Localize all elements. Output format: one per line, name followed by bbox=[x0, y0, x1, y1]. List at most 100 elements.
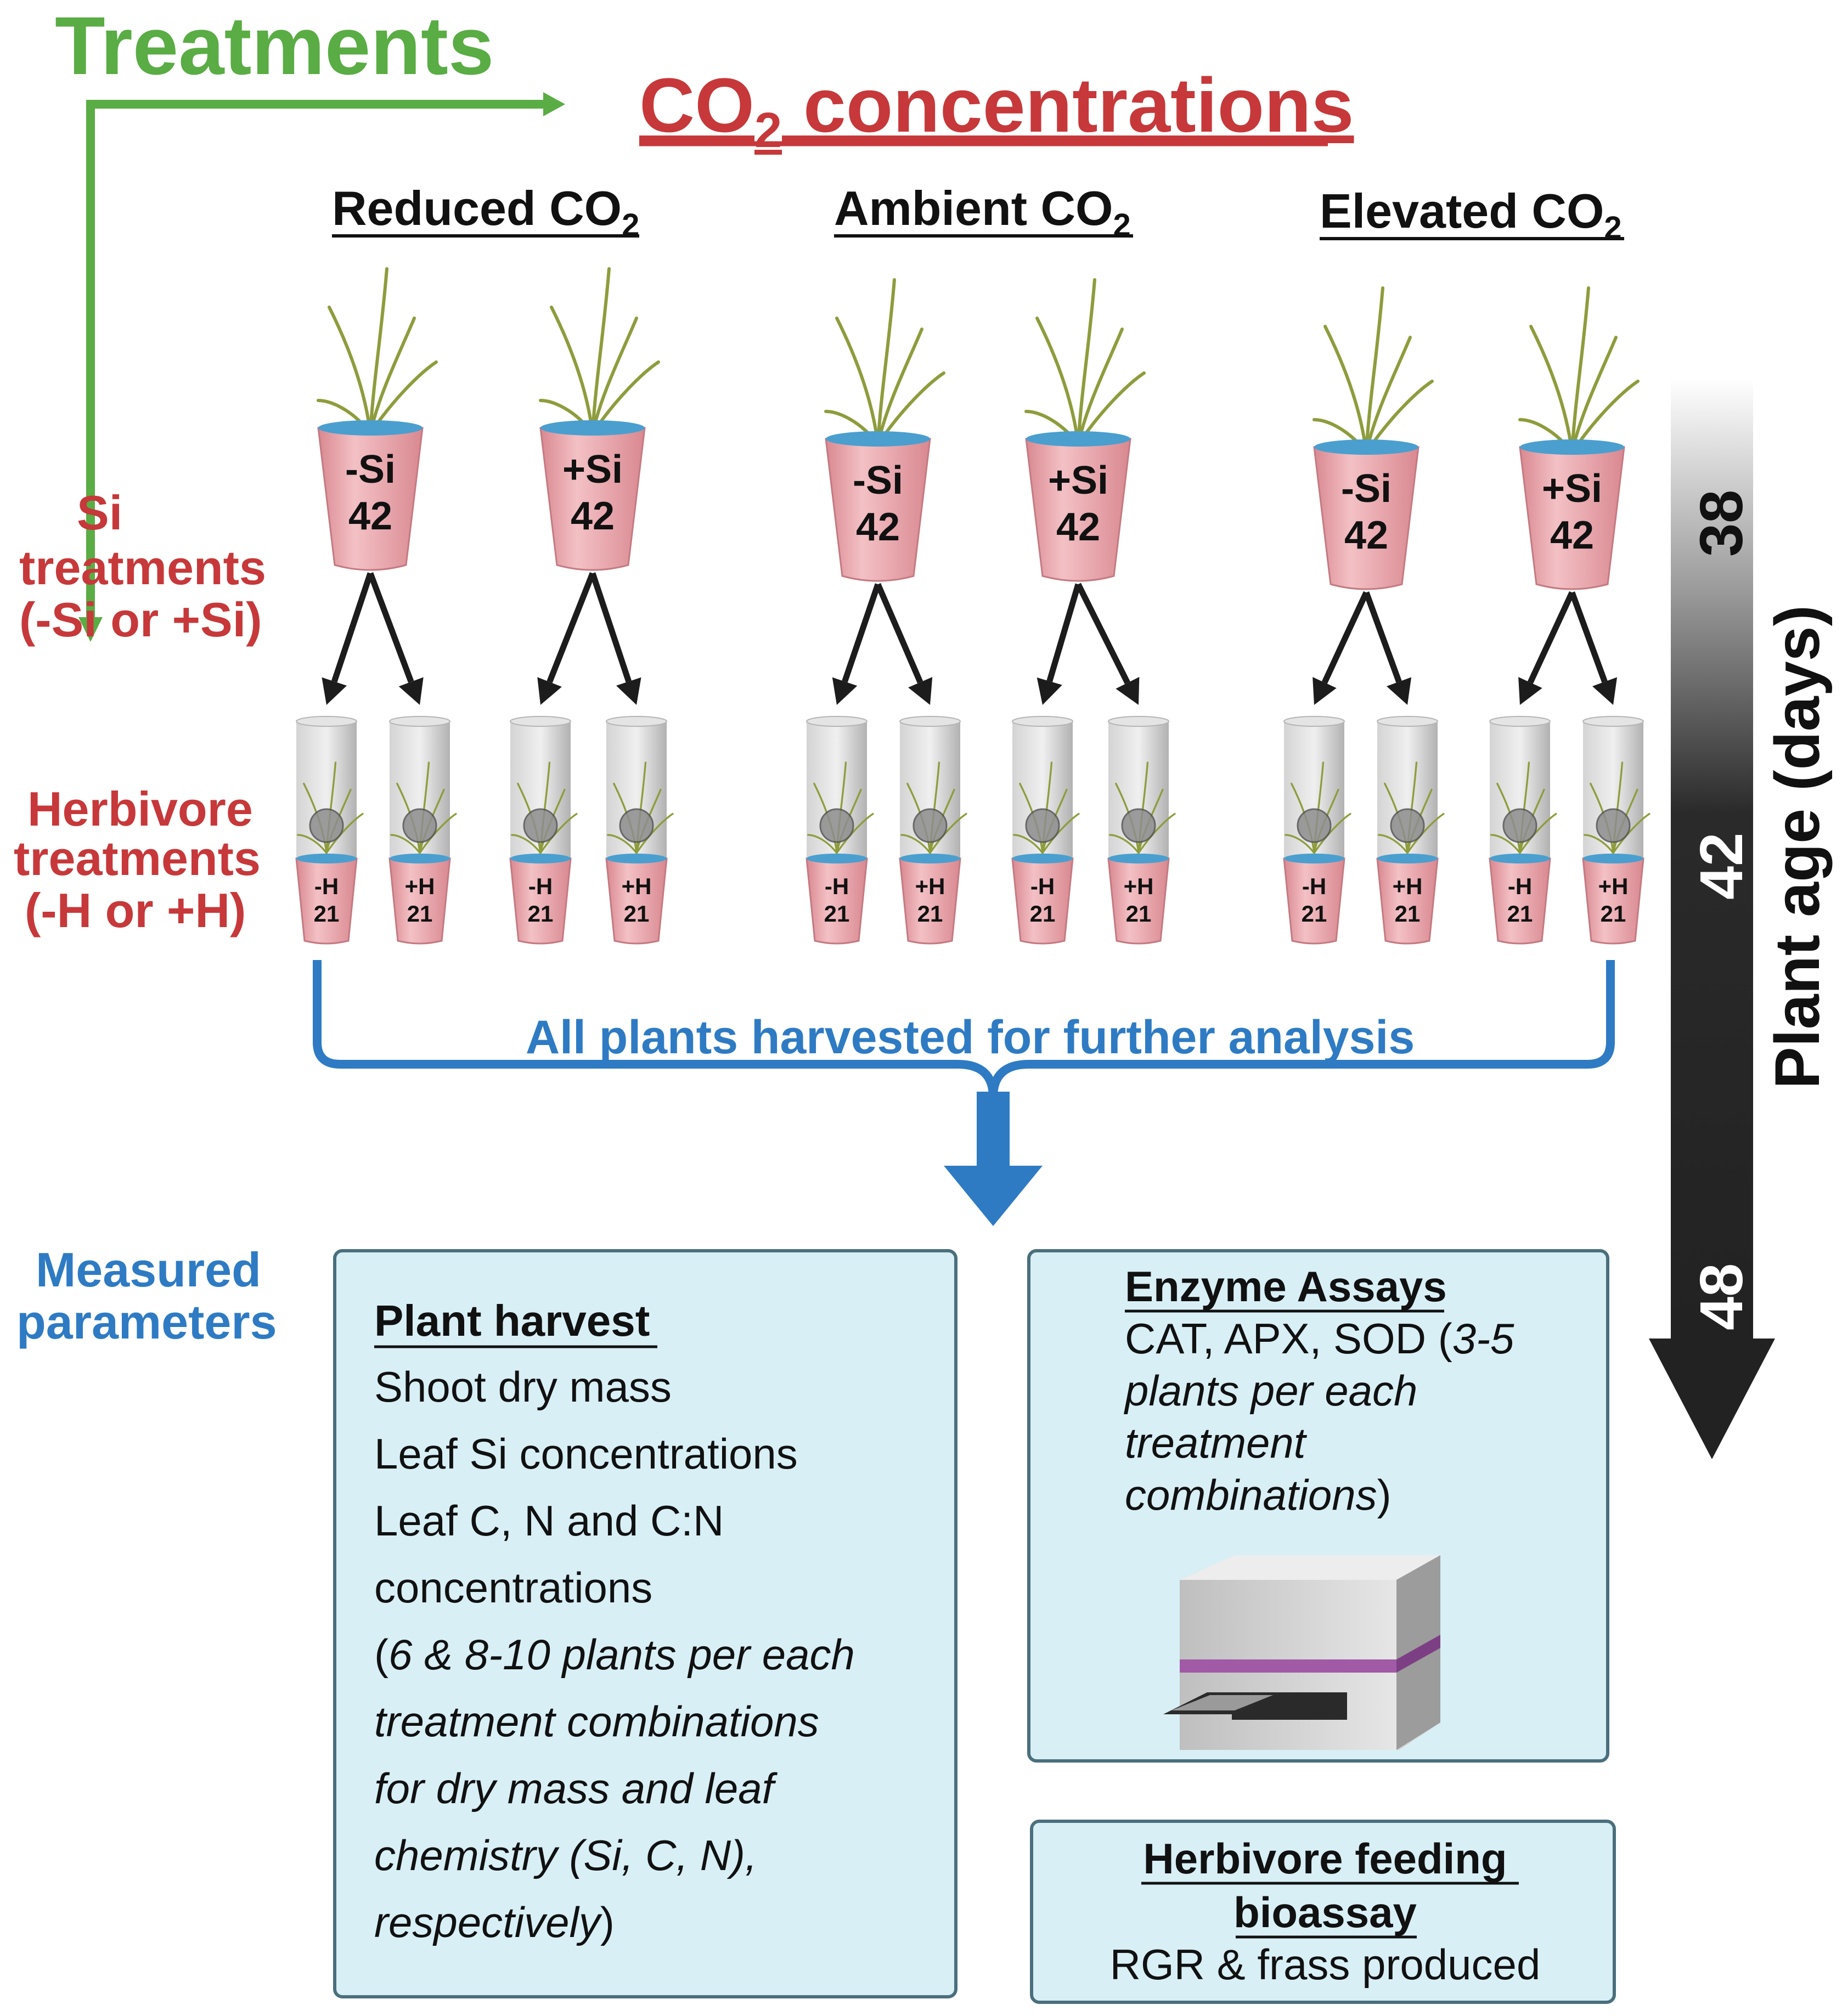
herbivore-cup: -H21 bbox=[295, 716, 364, 945]
treatments-arrow bbox=[78, 92, 565, 642]
svg-text:bioassay: bioassay bbox=[1233, 1888, 1417, 1936]
svg-text:Reduced CO2: Reduced CO2 bbox=[332, 181, 639, 243]
timeline-title: Plant age (days) bbox=[1762, 605, 1833, 1089]
pot-day: 42 bbox=[1056, 505, 1100, 549]
svg-text:treatment combinations: treatment combinations bbox=[374, 1697, 819, 1746]
svg-text:Measured: Measured bbox=[36, 1243, 261, 1297]
svg-text:Shoot dry mass: Shoot dry mass bbox=[374, 1363, 672, 1411]
split-arrow-pair bbox=[1037, 583, 1140, 705]
timeline-tick-42: 42 bbox=[1688, 833, 1755, 900]
herbivore-cup: -H21 bbox=[1489, 716, 1557, 945]
svg-text:Leaf C, N and C:N: Leaf C, N and C:N bbox=[374, 1497, 724, 1545]
svg-text:Herbivore: Herbivore bbox=[27, 782, 253, 836]
plant-harvest-title: Plant harvest bbox=[374, 1296, 650, 1345]
svg-text:respectively): respectively) bbox=[374, 1898, 615, 1946]
herbivore-cup: -H21 bbox=[1011, 716, 1080, 945]
svg-text:Herbivore feeding: Herbivore feeding bbox=[1143, 1834, 1507, 1883]
svg-text:Ambient CO2: Ambient CO2 bbox=[834, 181, 1131, 243]
svg-text:concentrations: concentrations bbox=[374, 1563, 652, 1612]
herbivore-treatments-label: Herbivore treatments (-H or +H) bbox=[14, 782, 261, 938]
split-arrow-pair bbox=[832, 583, 933, 705]
herbivore-cup: +H21 bbox=[388, 716, 457, 945]
split-arrow-pair bbox=[1313, 591, 1412, 705]
pot-tag: -Si bbox=[345, 448, 396, 492]
svg-text:(-Si or +Si): (-Si or +Si) bbox=[19, 592, 262, 647]
cup-day: 21 bbox=[1030, 901, 1056, 927]
pot-tag: +Si bbox=[1048, 459, 1108, 502]
co2-header: CO2 concentrations bbox=[639, 62, 1354, 158]
svg-text:plants per each: plants per each bbox=[1124, 1366, 1417, 1415]
svg-text:combinations): combinations) bbox=[1125, 1471, 1392, 1519]
cup-tag: +H bbox=[915, 873, 945, 899]
timeline-tick-48: 48 bbox=[1688, 1263, 1755, 1330]
svg-text:Elevated CO2: Elevated CO2 bbox=[1320, 184, 1622, 246]
cup-day: 21 bbox=[824, 901, 850, 927]
cup-tag: +H bbox=[1124, 873, 1154, 899]
svg-text:CAT, APX, SOD (3-5: CAT, APX, SOD (3-5 bbox=[1125, 1314, 1514, 1363]
pot-tag: +Si bbox=[562, 448, 623, 492]
cup-day: 21 bbox=[624, 901, 650, 927]
cup-day: 21 bbox=[528, 901, 554, 927]
herbivore-cups-row: -H21+H21-H21+H21-H21+H21-H21+H21-H21+H21… bbox=[295, 716, 1651, 945]
harvest-bracket bbox=[313, 960, 1615, 1226]
svg-text:(6 & 8-10 plants per each: (6 & 8-10 plants per each bbox=[374, 1630, 855, 1679]
cup-tag: +H bbox=[622, 873, 652, 899]
herbivore-cup: -H21 bbox=[805, 716, 874, 945]
herbivore-cup: +H21 bbox=[605, 716, 674, 945]
pot-tag: -Si bbox=[1341, 467, 1392, 511]
herbivore-cup: -H21 bbox=[509, 716, 578, 945]
split-arrow-pair bbox=[322, 572, 424, 705]
split-arrow-pair bbox=[537, 572, 641, 705]
si-treatments-label: Si treatments (-Si or +Si) bbox=[19, 485, 266, 647]
cup-tag: -H bbox=[1302, 873, 1326, 899]
svg-text:treatments: treatments bbox=[14, 831, 261, 885]
herbivore-cup: +H21 bbox=[1376, 716, 1445, 945]
cup-day: 21 bbox=[917, 901, 943, 927]
herbivore-cup: +H21 bbox=[1582, 716, 1651, 945]
cup-tag: +H bbox=[1393, 873, 1423, 899]
cup-tag: -H bbox=[1508, 873, 1532, 899]
herbivore-cup: +H21 bbox=[1107, 716, 1176, 945]
co2-group-ambient: Ambient CO2 bbox=[834, 181, 1133, 243]
svg-text:treatments: treatments bbox=[19, 540, 266, 595]
treatments-label: Treatments bbox=[55, 0, 494, 92]
cup-day: 21 bbox=[1601, 901, 1626, 927]
timeline-arrow bbox=[1649, 379, 1775, 1459]
pot-day: 42 bbox=[1550, 513, 1594, 557]
cup-day: 21 bbox=[1302, 901, 1327, 927]
svg-text:(-H or +H): (-H or +H) bbox=[25, 883, 246, 938]
split-arrows bbox=[322, 572, 1618, 705]
cup-tag: -H bbox=[528, 873, 553, 899]
svg-text:RGR & frass produced: RGR & frass produced bbox=[1110, 1940, 1541, 1989]
cup-tag: -H bbox=[314, 873, 339, 899]
cup-tag: -H bbox=[1030, 873, 1055, 899]
cup-tag: +H bbox=[405, 873, 435, 899]
measured-parameters-label: Measured parameters bbox=[16, 1243, 277, 1349]
cup-day: 21 bbox=[314, 901, 340, 927]
cup-day: 21 bbox=[1507, 901, 1533, 927]
split-arrow-pair bbox=[1518, 591, 1618, 705]
svg-text:Si: Si bbox=[77, 485, 122, 540]
pot-day: 42 bbox=[571, 494, 615, 538]
pot-day: 42 bbox=[856, 505, 900, 549]
co2-group-reduced: Reduced CO2 bbox=[332, 181, 639, 243]
svg-text:parameters: parameters bbox=[16, 1295, 277, 1349]
svg-text:treatment: treatment bbox=[1125, 1419, 1308, 1467]
herbivore-cup: -H21 bbox=[1283, 716, 1351, 945]
cup-tag: +H bbox=[1598, 873, 1629, 899]
plate-reader-icon bbox=[1163, 1555, 1440, 1750]
timeline-tick-38: 38 bbox=[1688, 490, 1755, 557]
pot-tag: +Si bbox=[1542, 467, 1602, 511]
enzyme-assays-box: Enzyme Assays CAT, APX, SOD (3-5 plants … bbox=[1027, 1249, 1609, 1763]
co2-group-elevated: Elevated CO2 bbox=[1320, 184, 1624, 246]
pot-day: 42 bbox=[348, 494, 392, 538]
harvest-text: All plants harvested for further analysi… bbox=[526, 1011, 1415, 1064]
